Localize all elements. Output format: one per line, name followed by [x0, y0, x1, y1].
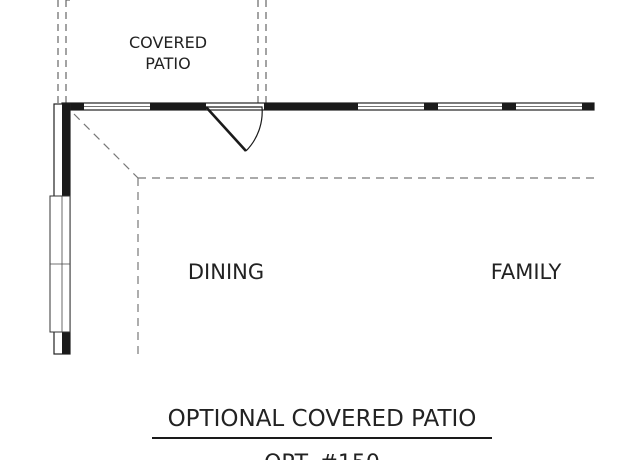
covered-patio-area [57, 0, 267, 104]
covered-patio-label-line1: COVERED [129, 33, 207, 52]
left-exterior-wall [49, 103, 71, 355]
door-swing [205, 106, 263, 152]
ceiling-lines [73, 113, 594, 354]
option-number: OPT. #150 [264, 451, 380, 460]
dining-label: DINING [188, 260, 264, 284]
option-title: OPTIONAL COVERED PATIO [168, 406, 477, 432]
top-exterior-wall [61, 102, 595, 111]
covered-patio-label-line2: PATIO [145, 54, 190, 73]
family-label: FAMILY [491, 260, 562, 284]
